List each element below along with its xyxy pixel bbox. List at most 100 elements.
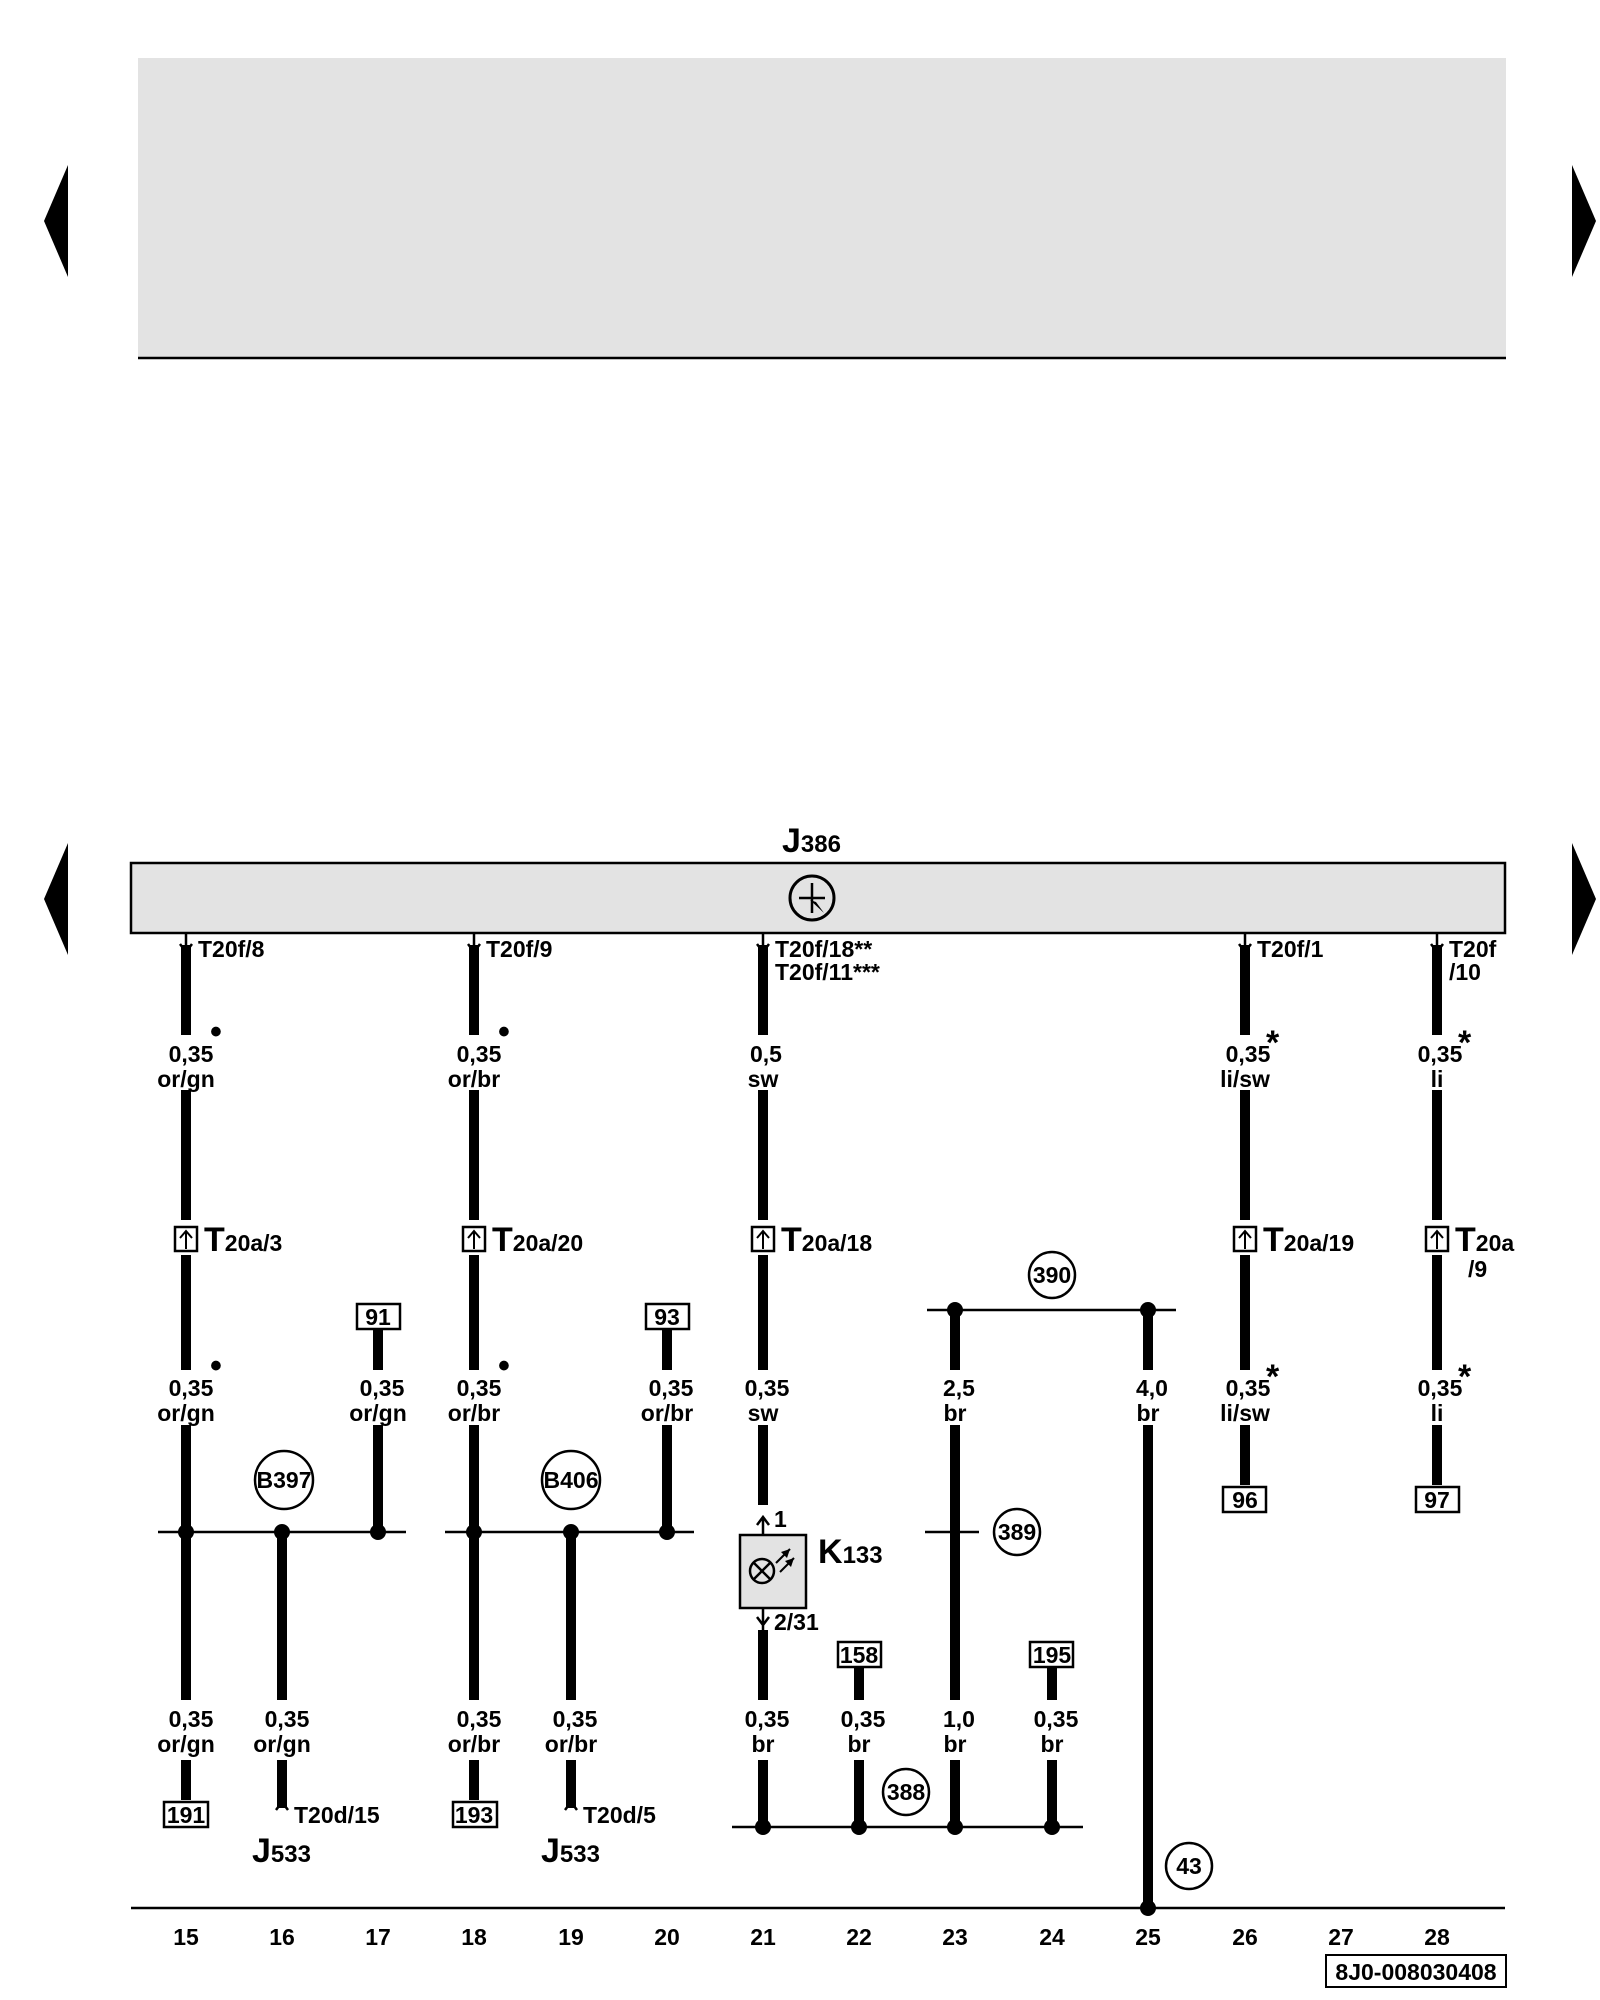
wire-color: li/sw <box>1220 1066 1270 1092</box>
column-number: 23 <box>942 1924 968 1950</box>
wire-labels-middle: 0,35 or/gn 0,35 or/gn 0,35 or/br 0,35 or… <box>157 1375 1462 1426</box>
connector-label-28b: /10 <box>1449 959 1481 985</box>
connector-label-28a: T20f <box>1449 936 1497 962</box>
wire-size: 4,0 <box>1136 1375 1168 1401</box>
wire-size: 0,35 <box>1226 1375 1271 1401</box>
column-number: 24 <box>1039 1924 1065 1950</box>
device-label-16: J533 <box>252 1832 311 1870</box>
column-number: 16 <box>269 1924 295 1950</box>
wire-color: or/gn <box>157 1400 215 1426</box>
column-number: 18 <box>461 1924 487 1950</box>
wire-size: 0,35 <box>1226 1041 1271 1067</box>
module-label: J386 <box>782 822 841 860</box>
column-number: 26 <box>1232 1924 1258 1950</box>
column-number: 20 <box>654 1924 680 1950</box>
wire-color: sw <box>748 1066 779 1092</box>
figure-id-frame <box>1325 1954 1507 1988</box>
device-label-19: J533 <box>541 1832 600 1870</box>
plug-label-18: T20a/20 <box>492 1221 583 1259</box>
wire-size: 0,35 <box>1034 1706 1079 1732</box>
wire-color: or/gn <box>349 1400 407 1426</box>
wire-color: or/br <box>448 1400 500 1426</box>
warning-lamp-component <box>738 1514 808 1630</box>
header-panel <box>138 58 1506 358</box>
figure-id: 8J0-008030408 <box>1335 1959 1496 1985</box>
wire-color: li <box>1431 1400 1444 1426</box>
column-number: 21 <box>750 1924 776 1950</box>
wire-labels-lower: 0,35 or/gn 0,35 or/gn 0,35 or/br 0,35 or… <box>157 1706 1078 1757</box>
wire-size: 0,35 <box>360 1375 405 1401</box>
wire-mark: * <box>1458 1358 1472 1396</box>
wire-size: 0,35 <box>841 1706 886 1732</box>
connector-label-18: T20f/9 <box>486 936 552 962</box>
column-number: 25 <box>1135 1924 1161 1950</box>
wire-mark: • <box>210 1347 222 1385</box>
plug-label-15: T20a/3 <box>204 1221 282 1259</box>
connector-label-26: T20f/1 <box>1257 936 1324 962</box>
wire-color: or/gn <box>253 1731 311 1757</box>
wire-size: 0,35 <box>457 1706 502 1732</box>
wire-size: 0,35 <box>745 1375 790 1401</box>
plug-label-28b: /9 <box>1468 1256 1487 1282</box>
wire-color: li/sw <box>1220 1400 1270 1426</box>
wire-color: br <box>752 1731 775 1757</box>
wire-color: br <box>1137 1400 1160 1426</box>
wire-color: or/br <box>448 1066 500 1092</box>
component-pin2: 2/31 <box>774 1609 819 1635</box>
plug-label-21: T20a/18 <box>781 1221 872 1259</box>
column-number: 27 <box>1328 1924 1354 1950</box>
column-number: 15 <box>173 1924 199 1950</box>
column-number: 28 <box>1424 1924 1450 1950</box>
next-page-icon-lower[interactable] <box>1572 843 1596 955</box>
circle-reference-rings <box>253 1250 1214 1891</box>
column-number: 17 <box>365 1924 391 1950</box>
wire-mark: * <box>1266 1024 1280 1062</box>
plug-arrows <box>179 1229 1444 1249</box>
wire-size: 0,35 <box>169 1706 214 1732</box>
next-page-icon[interactable] <box>1572 165 1596 277</box>
wire-marks-upper: • • * * <box>210 1013 1472 1062</box>
wire-size: 1,0 <box>943 1706 975 1732</box>
wire-mark: • <box>498 1347 510 1385</box>
wire-size: 0,35 <box>265 1706 310 1732</box>
circle-ref-B397: B397 <box>257 1467 312 1493</box>
box-ref-191: 191 <box>167 1802 206 1828</box>
box-ref-96: 96 <box>1232 1487 1258 1513</box>
prev-page-icon[interactable] <box>44 165 68 277</box>
wire-color: br <box>848 1731 871 1757</box>
box-references: 91 93 96 97 158 195 191 193 <box>167 1304 1450 1828</box>
wire-color: or/br <box>448 1731 500 1757</box>
wire-size: 0,35 <box>457 1375 502 1401</box>
circle-ref-388: 388 <box>887 1779 926 1805</box>
box-ref-193: 193 <box>455 1802 493 1828</box>
box-ref-91: 91 <box>365 1304 391 1330</box>
component-pin1: 1 <box>774 1506 787 1532</box>
wire-color: br <box>944 1731 967 1757</box>
circle-ref-390: 390 <box>1033 1262 1071 1288</box>
wire-size: 0,35 <box>457 1041 502 1067</box>
circle-references: 390 389 388 43 B397 B406 <box>257 1262 1202 1879</box>
wire-color: or/br <box>545 1731 597 1757</box>
column-numbers: 15 16 17 18 19 20 21 22 23 24 25 26 27 2… <box>173 1924 1450 1950</box>
wire-size: 0,35 <box>1418 1375 1463 1401</box>
warning-lamp-icon <box>748 1548 795 1585</box>
wire-mark: * <box>1458 1024 1472 1062</box>
prev-page-icon-lower[interactable] <box>44 843 68 955</box>
wire-size: 0,35 <box>1418 1041 1463 1067</box>
pin-arrows <box>179 933 1444 955</box>
circle-ref-389: 389 <box>998 1519 1036 1545</box>
column-number: 22 <box>846 1924 872 1950</box>
box-ref-195: 195 <box>1033 1642 1072 1668</box>
device-pin-arrows <box>275 1799 578 1811</box>
plug-label-26: T20a/19 <box>1263 1221 1354 1259</box>
device-pin-16: T20d/15 <box>294 1802 380 1828</box>
box-ref-158: 158 <box>840 1642 879 1668</box>
wire-size: 0,5 <box>750 1041 782 1067</box>
plug-label-28a: T20a <box>1455 1221 1514 1259</box>
wire-lines <box>181 945 1442 1908</box>
wire-color: or/gn <box>157 1066 215 1092</box>
component-label: K133 <box>818 1533 883 1571</box>
wire-labels-upper: 0,35 or/gn 0,35 or/br 0,5 sw 0,35 li/sw … <box>157 1041 1462 1092</box>
wire-color: br <box>1041 1731 1064 1757</box>
